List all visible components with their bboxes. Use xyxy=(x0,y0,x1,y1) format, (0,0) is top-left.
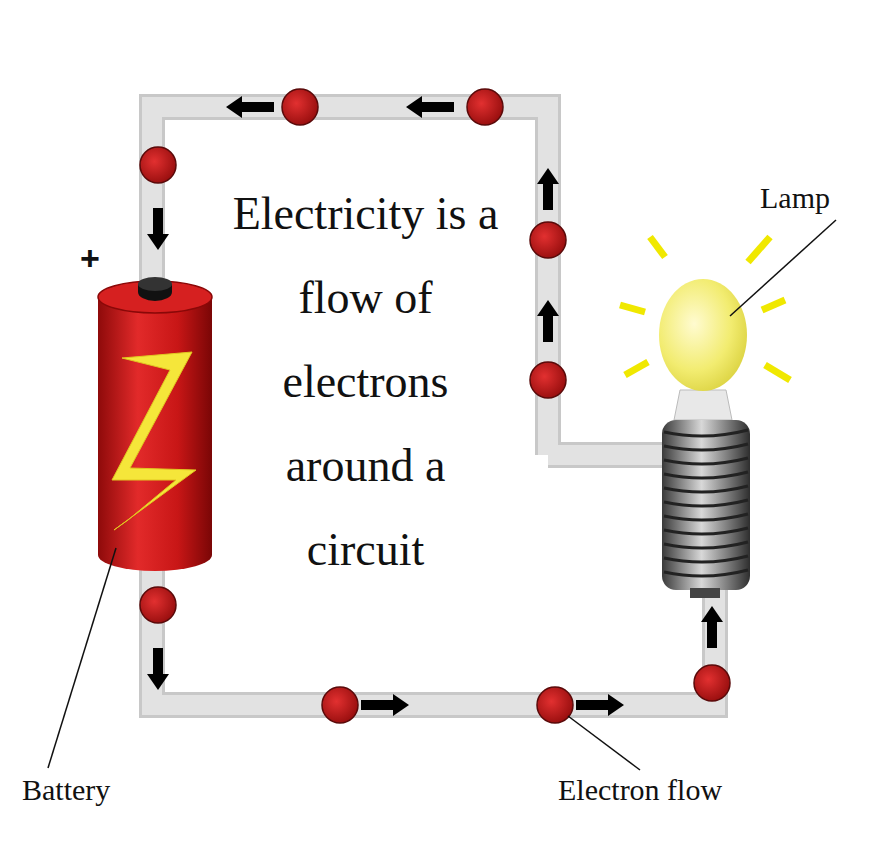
flow-arrow xyxy=(147,96,723,716)
electron xyxy=(322,687,358,723)
flow-arrow xyxy=(361,694,409,716)
wire xyxy=(152,107,715,705)
screw-thread xyxy=(664,556,748,562)
screw-thread xyxy=(664,472,748,478)
screw-thread xyxy=(664,570,748,576)
part-label: Lamp xyxy=(760,180,830,216)
polarity-sign: + xyxy=(80,238,100,278)
electron xyxy=(467,89,503,125)
screw-thread xyxy=(664,444,748,450)
flow-arrow xyxy=(406,96,454,118)
flow-arrow xyxy=(226,96,274,118)
screw-thread xyxy=(664,528,748,534)
battery-symbol xyxy=(98,277,212,571)
caption-text: Electricity is a flow of electrons aroun… xyxy=(228,172,503,592)
screw-thread xyxy=(664,514,748,520)
screw-thread xyxy=(664,430,748,436)
screw-thread xyxy=(664,486,748,492)
electron xyxy=(530,222,566,258)
lamp-symbol xyxy=(620,237,790,598)
flow-arrow xyxy=(147,208,169,250)
screw-thread xyxy=(664,458,748,464)
electron xyxy=(530,362,566,398)
flow-arrow xyxy=(537,168,559,210)
electron xyxy=(694,665,730,701)
electron xyxy=(140,89,730,723)
leader-line xyxy=(48,220,836,770)
part-label: Battery xyxy=(22,772,110,808)
electron xyxy=(140,587,176,623)
flow-arrow xyxy=(147,648,169,690)
screw-thread xyxy=(664,542,748,548)
flow-arrow xyxy=(537,300,559,342)
electron xyxy=(537,687,573,723)
part-label: Electron flow xyxy=(558,772,722,808)
flow-arrow xyxy=(701,606,723,648)
flow-arrow xyxy=(576,694,624,716)
electron xyxy=(140,147,176,183)
electron xyxy=(282,89,318,125)
screw-thread xyxy=(664,500,748,506)
